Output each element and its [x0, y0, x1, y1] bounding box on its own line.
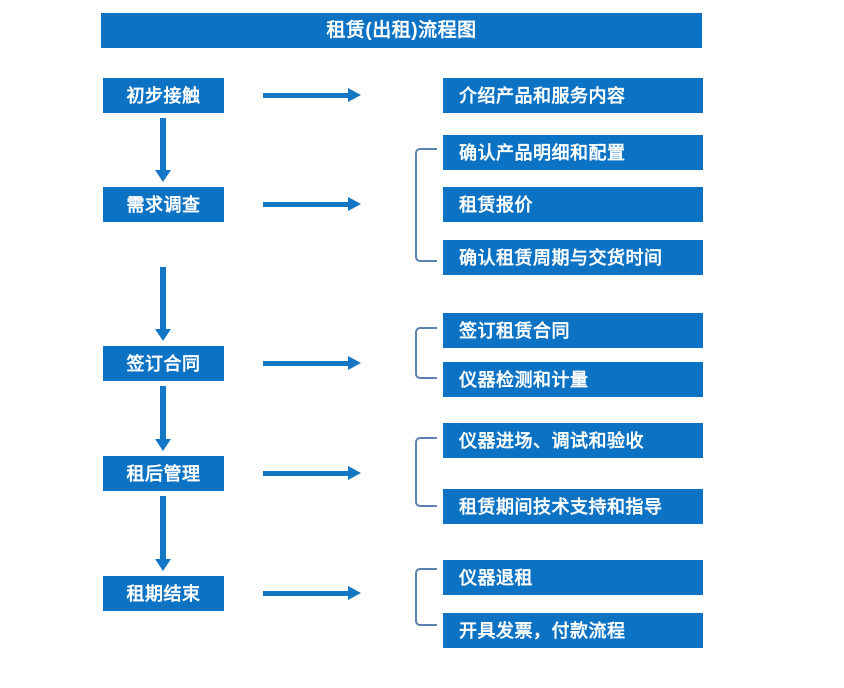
- group-bracket-icon-2: [415, 148, 437, 262]
- down-arrow-icon-3: [155, 386, 171, 451]
- right-arrow-icon-1: [263, 88, 361, 102]
- right-arrow-icon-4: [263, 466, 361, 480]
- detail-box-g2-3[interactable]: 确认租赁周期与交货时间: [443, 240, 703, 275]
- detail-box-g5-1[interactable]: 仪器退租: [443, 560, 703, 595]
- group-bracket-icon-4: [415, 437, 437, 507]
- stage-box-2[interactable]: 需求调查: [103, 187, 224, 222]
- right-arrow-icon-5: [263, 586, 361, 600]
- group-bracket-icon-5: [415, 568, 437, 626]
- detail-box-g3-2[interactable]: 仪器检测和计量: [443, 362, 703, 397]
- right-arrow-icon-3: [263, 356, 361, 370]
- detail-box-g1-1[interactable]: 介绍产品和服务内容: [443, 78, 703, 113]
- detail-box-g5-2[interactable]: 开具发票，付款流程: [443, 613, 703, 648]
- detail-box-g4-2[interactable]: 租赁期间技术支持和指导: [443, 489, 703, 524]
- detail-box-g2-1[interactable]: 确认产品明细和配置: [443, 135, 703, 170]
- detail-box-g4-1[interactable]: 仪器进场、调试和验收: [443, 423, 703, 458]
- stage-box-4[interactable]: 租后管理: [103, 456, 224, 491]
- stage-box-3[interactable]: 签订合同: [103, 346, 224, 381]
- chart-title: 租赁(出租)流程图: [101, 13, 702, 48]
- down-arrow-icon-1: [155, 118, 171, 182]
- group-bracket-icon-3: [415, 327, 437, 379]
- detail-box-g2-2[interactable]: 租赁报价: [443, 187, 703, 222]
- right-arrow-icon-2: [263, 197, 361, 211]
- down-arrow-icon-2: [155, 267, 171, 341]
- stage-box-1[interactable]: 初步接触: [103, 78, 224, 113]
- down-arrow-icon-4: [155, 496, 171, 571]
- detail-box-g3-1[interactable]: 签订租赁合同: [443, 313, 703, 348]
- stage-box-5[interactable]: 租期结束: [103, 576, 224, 611]
